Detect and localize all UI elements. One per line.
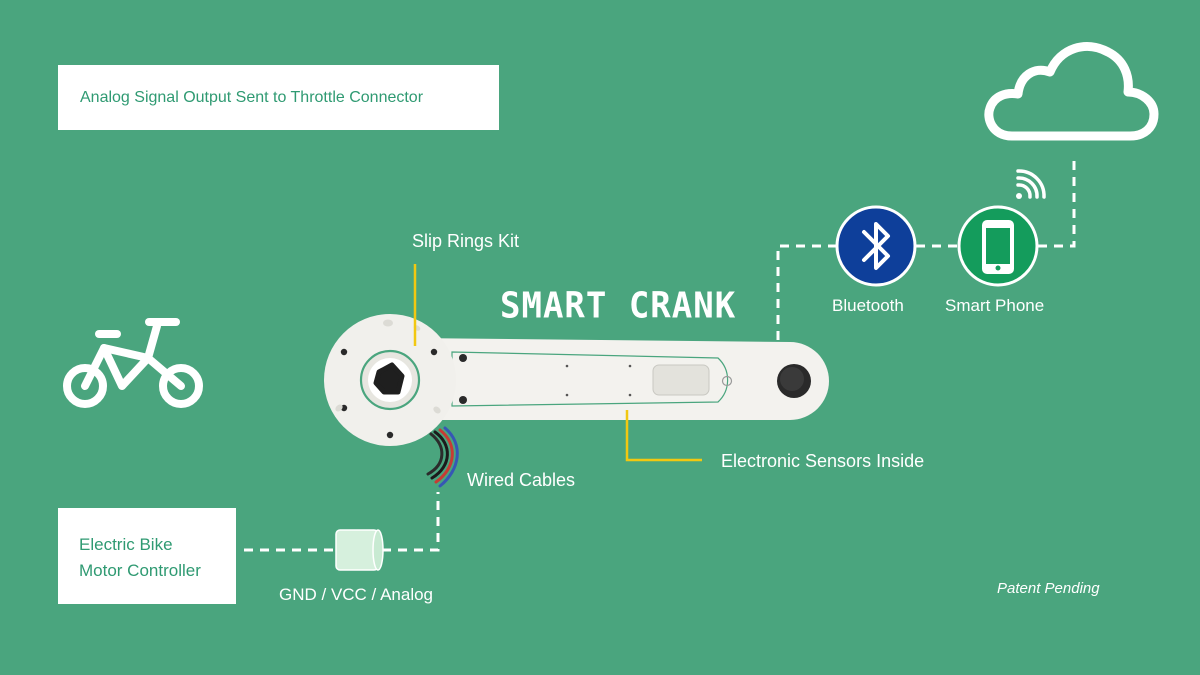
smart-phone-icon (957, 205, 1039, 287)
smart-phone-label: Smart Phone (945, 296, 1045, 315)
electric-bike-icon (63, 318, 203, 408)
wifi-signal-icon (1016, 169, 1046, 199)
throttle-connector (335, 529, 384, 571)
cloud-icon (984, 42, 1159, 141)
slip-rings-label: Slip Rings Kit (412, 231, 520, 251)
product-title: SMART CRANK (500, 285, 737, 327)
patent-pending-label: Patent Pending (997, 580, 1100, 597)
smart-crank-arm (410, 338, 829, 420)
crank-to-bluetooth-line (776, 244, 836, 340)
controller-line-1: Electric Bike (79, 535, 173, 554)
callout-lines (413, 264, 702, 462)
controller-line-2: Motor Controller (79, 561, 201, 580)
sensors-callout (625, 410, 702, 462)
sensors-label: Electronic Sensors Inside (721, 451, 925, 471)
connector-to-cables-line (382, 492, 440, 552)
wired-cables-label: Wired Cables (467, 470, 576, 490)
slip-rings-kit (324, 314, 456, 446)
phone-to-cloud-line (1038, 160, 1076, 248)
connector-label: GND / VCC / Analog (279, 585, 434, 604)
connection-lines (244, 160, 1076, 552)
signal-output-box: Analog Signal Output Sent to Throttle Co… (58, 65, 499, 130)
signal-output-text: Analog Signal Output Sent to Throttle Co… (80, 89, 424, 106)
wired-cables (426, 426, 459, 488)
bluetooth-label: Bluetooth (832, 296, 904, 315)
motor-controller-box: Electric Bike Motor Controller (58, 508, 236, 604)
bluetooth-icon (835, 205, 917, 287)
